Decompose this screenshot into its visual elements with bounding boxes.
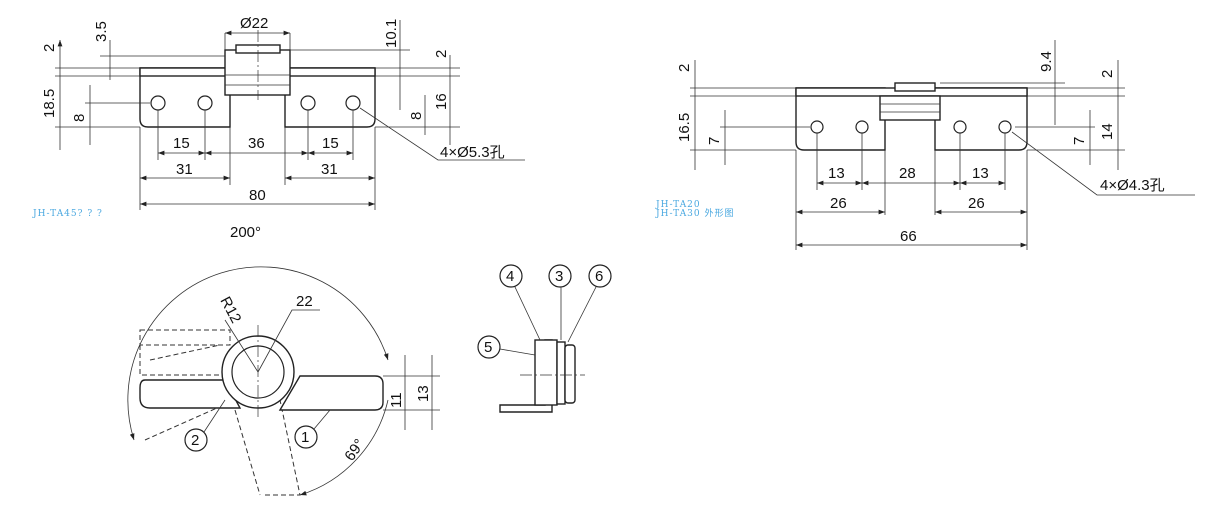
callout-2-label: 2 <box>191 432 199 449</box>
dim-16-5: 16.5 <box>676 113 693 142</box>
angle-arc-200 <box>127 266 389 441</box>
dim-66: 66 <box>900 228 917 245</box>
dim-13a: 13 <box>828 165 845 182</box>
dim-diameter-22: Ø22 <box>240 15 268 32</box>
dim-31a: 31 <box>176 161 193 178</box>
top-left-view: Ø22 3.5 2 18.5 8 10.1 2 16 8 15 36 15 31… <box>32 15 525 219</box>
leaf-1 <box>278 375 384 411</box>
hinge-leaf-left <box>139 67 231 128</box>
washer <box>556 341 566 405</box>
dim-13b: 13 <box>972 165 989 182</box>
callout-5-label: 5 <box>484 339 492 356</box>
callout-3-label: 3 <box>555 268 563 285</box>
dim-8a: 8 <box>71 114 88 122</box>
dim-18-5: 18.5 <box>41 89 58 118</box>
callout-1 <box>294 425 318 449</box>
hinge-leaf-left <box>795 87 886 151</box>
dim-3-5: 3.5 <box>93 21 110 42</box>
dim-13: 13 <box>415 385 432 402</box>
rotation-view: 200° R12 22 11 13 69° 1 2 <box>127 224 440 496</box>
callout-1-label: 1 <box>301 429 309 446</box>
pin-cap <box>894 82 936 92</box>
pin-housing <box>224 49 291 96</box>
dim-15a: 15 <box>173 135 190 152</box>
dim-7a: 7 <box>706 137 723 145</box>
dim-28: 28 <box>899 165 916 182</box>
dim-2a: 2 <box>41 44 58 52</box>
dim-angle-69: 69° <box>341 436 368 464</box>
dim-11: 11 <box>388 392 405 408</box>
leaf-2 <box>139 379 242 409</box>
dim-15b: 15 <box>322 135 339 152</box>
dim-angle-200: 200° <box>230 224 261 241</box>
callout-4-label: 4 <box>506 268 514 285</box>
top-right-view: 2 16.5 7 9.4 2 7 14 13 28 13 26 26 66 4×… <box>655 40 1195 250</box>
model-caption: JH-TA45? ? ? <box>32 209 103 219</box>
pin-head <box>564 344 576 404</box>
hole-spec: 4×Ø4.3孔 <box>1100 177 1165 194</box>
dim-2b: 2 <box>433 50 450 58</box>
knuckle-body <box>534 339 558 406</box>
dim-22: 22 <box>296 293 313 310</box>
pin-housing <box>879 95 941 121</box>
dim-36: 36 <box>248 135 265 152</box>
model-caption-2: JH-TA30 外形图 <box>655 207 735 219</box>
dim-2a: 2 <box>676 64 693 72</box>
angle-arc-69 <box>299 399 389 496</box>
hinge-leaf-right <box>934 87 1028 151</box>
dim-80: 80 <box>249 187 266 204</box>
dim-10-1: 10.1 <box>383 19 400 48</box>
dim-7b: 7 <box>1071 137 1088 145</box>
dim-26b: 26 <box>968 195 985 212</box>
dim-2b: 2 <box>1099 70 1116 78</box>
side-view: 3 4 5 6 <box>477 264 612 413</box>
dim-16: 16 <box>433 93 450 110</box>
callout-6-label: 6 <box>595 268 603 285</box>
hinge-leaf-right <box>284 67 376 128</box>
dim-8b: 8 <box>408 112 425 120</box>
callout-2 <box>184 428 208 452</box>
dim-r12: R12 <box>216 294 244 326</box>
dim-26a: 26 <box>830 195 847 212</box>
dim-31b: 31 <box>321 161 338 178</box>
dim-14: 14 <box>1099 123 1116 140</box>
model-caption-1: JH-TA20 <box>655 200 701 210</box>
hole-spec: 4×Ø5.3孔 <box>440 144 505 161</box>
dim-9-4: 9.4 <box>1038 51 1055 72</box>
